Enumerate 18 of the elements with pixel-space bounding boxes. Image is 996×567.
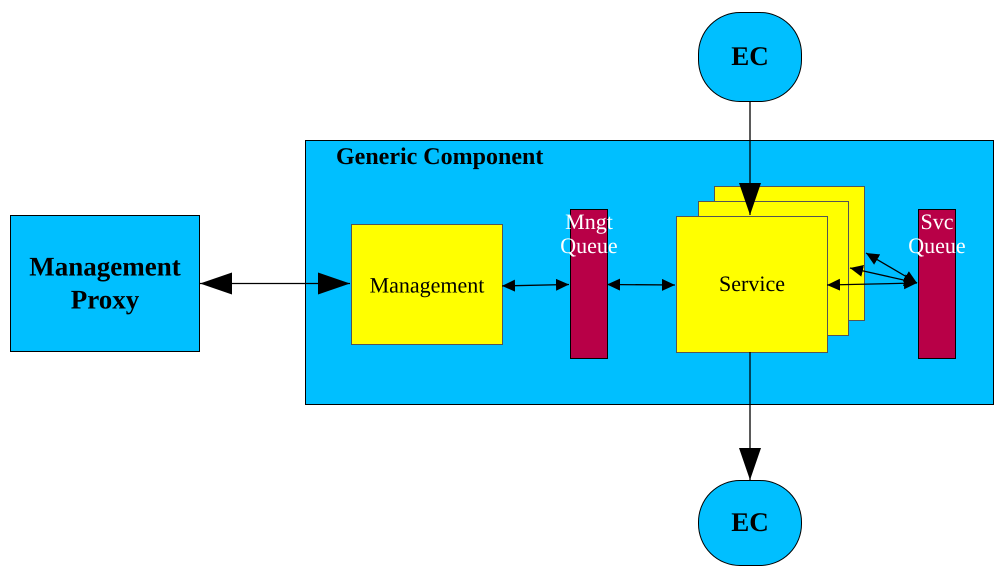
arrow	[866, 252, 918, 284]
node-label: Management Proxy	[28, 250, 182, 316]
node-label: EC	[730, 40, 770, 74]
arrow	[502, 278, 570, 292]
arrow	[607, 278, 675, 291]
component-container	[305, 140, 994, 405]
stacked-boxes	[676, 186, 865, 353]
arrow	[850, 264, 918, 286]
group-title: Generic Component	[336, 144, 544, 171]
node-label: Management	[368, 270, 486, 298]
arrow	[200, 272, 350, 294]
arrow	[826, 277, 918, 291]
process-box	[351, 224, 503, 345]
node-label: EC	[730, 506, 770, 540]
proxy-box	[10, 215, 200, 352]
arrow	[739, 102, 761, 215]
node-label: Service	[718, 271, 786, 297]
arrow	[739, 352, 761, 480]
